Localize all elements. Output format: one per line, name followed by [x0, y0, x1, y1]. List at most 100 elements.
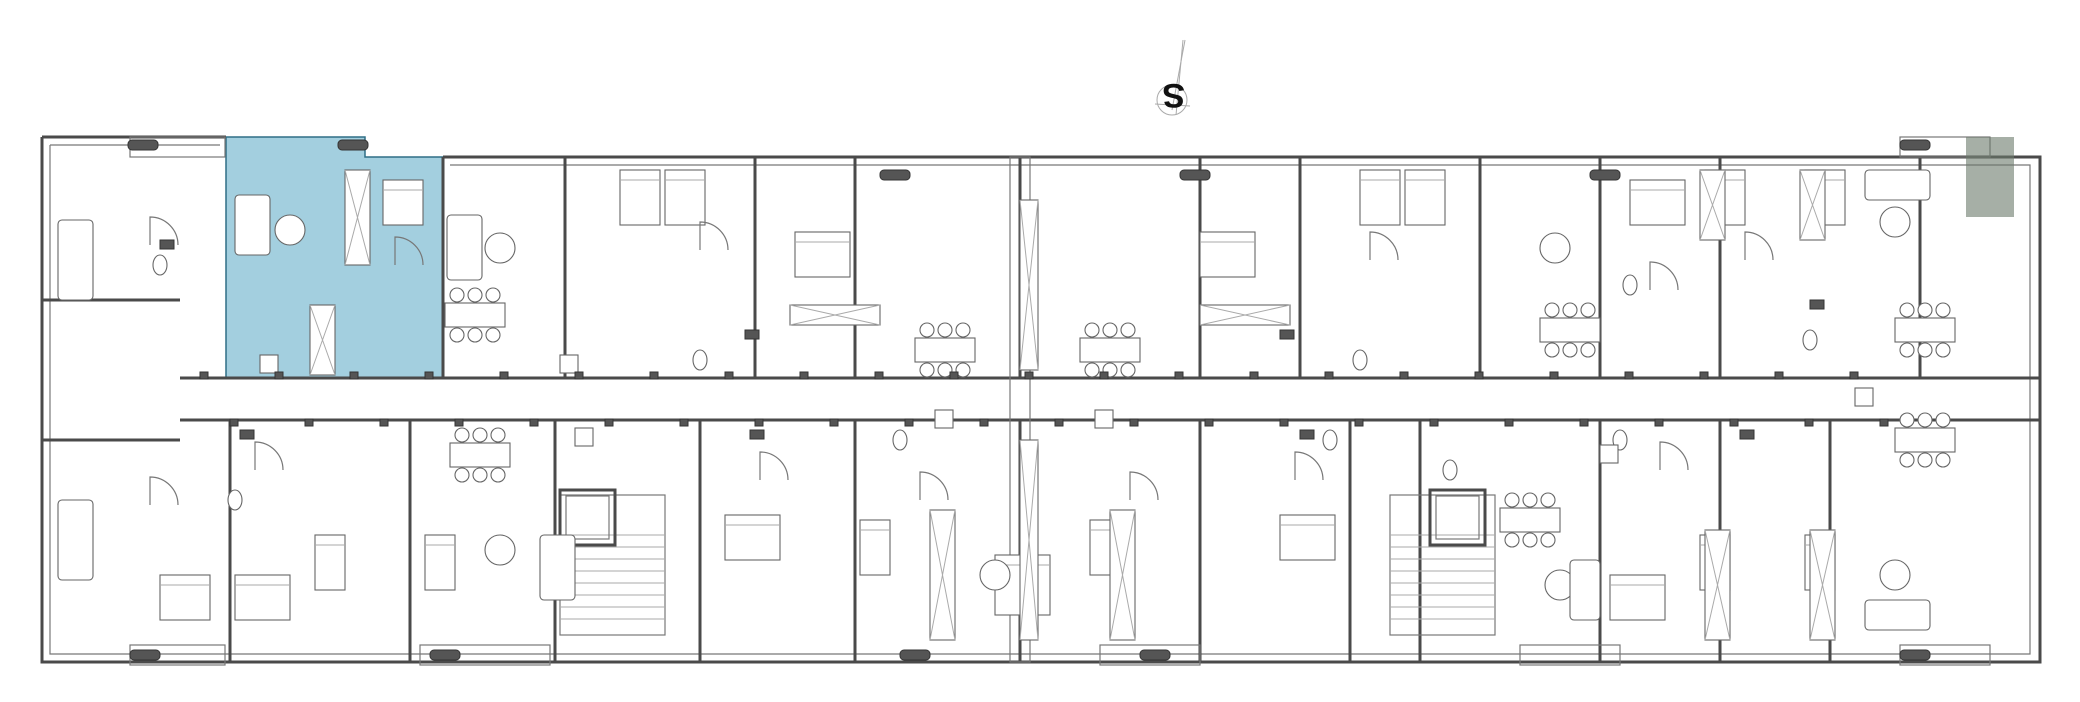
- chair: [1580, 342, 1596, 358]
- window-mark: [1249, 371, 1259, 380]
- window-mark: [1654, 418, 1664, 427]
- stairwell: [1389, 494, 1496, 636]
- bed: [724, 514, 781, 561]
- bed: [859, 519, 891, 576]
- hob: [934, 409, 954, 429]
- compass-label: S: [1162, 76, 1185, 114]
- chair: [1522, 532, 1538, 548]
- bed: [1279, 514, 1336, 561]
- hob: [259, 354, 279, 374]
- compass: S: [1154, 39, 1191, 116]
- bed: [424, 534, 456, 591]
- elevator-car: [1435, 495, 1480, 540]
- chair: [1084, 362, 1100, 378]
- radiator: [899, 649, 931, 661]
- window-mark: [874, 371, 884, 380]
- sofa: [234, 194, 271, 256]
- window-mark: [1624, 371, 1634, 380]
- window-mark: [979, 418, 989, 427]
- bed: [664, 169, 706, 226]
- chair: [490, 467, 506, 483]
- wardrobe-cross: [1704, 529, 1731, 641]
- door-swing: [1129, 471, 1159, 501]
- chair: [449, 287, 465, 303]
- chair: [1504, 492, 1520, 508]
- chair: [1562, 302, 1578, 318]
- door-swing: [1659, 441, 1689, 471]
- window-mark: [424, 371, 434, 380]
- elevator: [558, 488, 617, 547]
- sink: [749, 429, 765, 440]
- greenery: [1966, 137, 2014, 217]
- chair: [472, 427, 488, 443]
- window-mark: [229, 418, 239, 427]
- window-mark: [1399, 371, 1409, 380]
- wardrobe-cross: [1199, 304, 1291, 326]
- sofa: [57, 499, 94, 581]
- door-swing: [1649, 261, 1679, 291]
- window-mark: [1849, 371, 1859, 380]
- window-mark: [574, 371, 584, 380]
- dining-table: [1079, 337, 1141, 363]
- round-table: [1879, 559, 1911, 591]
- window-mark: [199, 371, 209, 380]
- elevator-car: [565, 495, 610, 540]
- balcony: [419, 644, 551, 666]
- window-mark: [1129, 418, 1139, 427]
- window-mark: [1774, 371, 1784, 380]
- bed: [794, 231, 851, 278]
- wardrobe-cross: [1799, 169, 1826, 241]
- radiator: [879, 169, 911, 181]
- dining-table: [444, 302, 506, 328]
- chair: [919, 322, 935, 338]
- door-swing: [394, 236, 424, 266]
- toilet: [152, 254, 168, 276]
- sink: [1279, 329, 1295, 340]
- chair: [467, 287, 483, 303]
- wardrobe-cross: [1019, 439, 1039, 641]
- hob: [1599, 444, 1619, 464]
- chair: [485, 327, 501, 343]
- radiator: [1589, 169, 1621, 181]
- wardrobe-cross: [1019, 199, 1039, 371]
- chair: [1935, 452, 1951, 468]
- corridor-wall: [180, 376, 1870, 422]
- window-mark: [1729, 418, 1739, 427]
- sofa: [57, 219, 94, 301]
- hob: [1854, 387, 1874, 407]
- round-table: [484, 534, 516, 566]
- wardrobe-cross: [344, 169, 371, 266]
- chair: [1120, 322, 1136, 338]
- window-mark: [1279, 418, 1289, 427]
- window-mark: [1024, 371, 1034, 380]
- chair: [1120, 362, 1136, 378]
- chair: [1084, 322, 1100, 338]
- dining-table: [1894, 427, 1956, 453]
- window-mark: [529, 418, 539, 427]
- chair: [937, 322, 953, 338]
- window-mark: [454, 418, 464, 427]
- chair: [1899, 342, 1915, 358]
- chair: [1917, 452, 1933, 468]
- toilet: [692, 349, 708, 371]
- stairwell: [559, 494, 666, 636]
- radiator: [1139, 649, 1171, 661]
- round-table: [979, 559, 1011, 591]
- chair: [955, 322, 971, 338]
- door-swing: [919, 471, 949, 501]
- window-mark: [1204, 418, 1214, 427]
- chair: [1544, 342, 1560, 358]
- round-table: [484, 232, 516, 264]
- window-mark: [1054, 418, 1064, 427]
- sink: [159, 239, 175, 250]
- furniture: [57, 169, 1956, 641]
- door-swing: [699, 221, 729, 251]
- sink: [1739, 429, 1755, 440]
- chair: [1580, 302, 1596, 318]
- dining-table: [1499, 507, 1561, 533]
- window-mark: [904, 418, 914, 427]
- chair: [1917, 412, 1933, 428]
- balcony: [1099, 644, 1201, 666]
- toilet: [1352, 349, 1368, 371]
